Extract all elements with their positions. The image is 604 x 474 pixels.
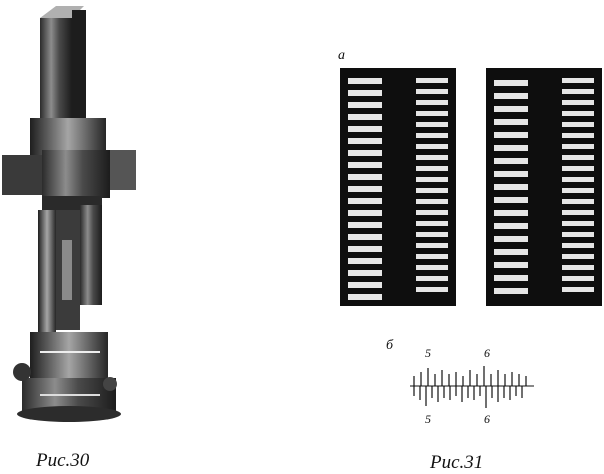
scale-top-left: 5	[425, 346, 431, 360]
scale-top-right: 6	[484, 346, 490, 360]
scale-bottom-right: 6	[484, 412, 490, 426]
scale-bottom-left: 5	[425, 412, 431, 426]
left-scale-column-a	[348, 78, 382, 300]
right-scale-column-b	[562, 78, 594, 292]
instrument-photo	[2, 6, 136, 422]
right-scale-column-a	[494, 80, 528, 294]
vernier-scale	[410, 366, 534, 408]
panel-b-label: б	[386, 338, 394, 353]
comparison-micrographs	[340, 68, 602, 306]
figure-31-caption: Рис.31	[430, 452, 484, 473]
figure-30-caption: Рис.30	[36, 450, 90, 471]
left-scale-column-b	[416, 78, 448, 292]
panel-a-label: а	[338, 48, 345, 63]
